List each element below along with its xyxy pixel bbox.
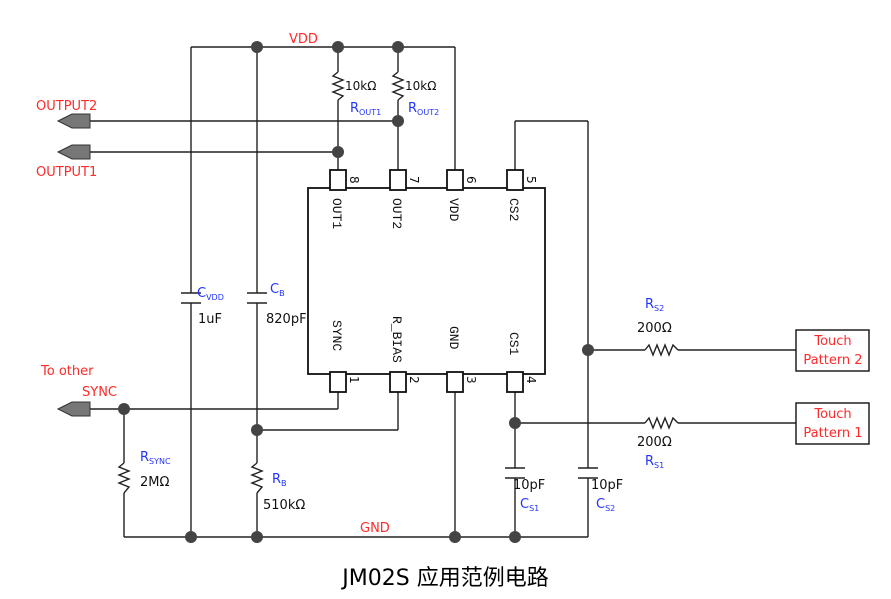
capacitor-cvdd xyxy=(181,292,201,304)
junction-dot xyxy=(582,344,594,356)
touch-pattern-1-box xyxy=(795,402,870,445)
cvdd-value: 1uF xyxy=(198,312,222,327)
output2-connector-icon xyxy=(56,113,91,129)
junction-dot xyxy=(251,424,263,436)
output1-connector-icon xyxy=(56,144,91,160)
rs1-value: 200Ω xyxy=(637,435,672,450)
touch-pattern-1-line1: Touch xyxy=(813,407,851,422)
cb-designator: CB xyxy=(270,282,285,298)
pin-label-out2: OUT2 xyxy=(389,198,404,229)
rsync-designator: RSYNC xyxy=(140,450,171,466)
rout1-value: 10kΩ xyxy=(345,79,376,93)
rb-designator: RB xyxy=(272,472,287,488)
resistor-rsync xyxy=(117,462,131,494)
ic-pin-7 xyxy=(389,169,407,191)
ic-pin-6 xyxy=(446,169,464,191)
junction-dot xyxy=(392,115,404,127)
pin-number-4: 4 xyxy=(524,376,538,384)
pin-label-out1: OUT1 xyxy=(329,198,344,229)
junction-dot xyxy=(251,531,263,543)
capacitor-cs2 xyxy=(578,467,598,479)
ic-pin-4 xyxy=(506,371,524,393)
rs2-value: 200Ω xyxy=(637,321,672,336)
net-label-vdd: VDD xyxy=(289,32,318,47)
touch-pattern-2-line1: Touch xyxy=(813,334,851,349)
cs1-designator: CS1 xyxy=(520,497,539,513)
net-label-output1: OUTPUT1 xyxy=(36,165,97,180)
cb-value: 820pF xyxy=(266,312,307,327)
pin-number-5: 5 xyxy=(524,176,538,184)
rout2-designator: ROUT2 xyxy=(408,101,439,117)
touch-pattern-2-line2: Pattern 2 xyxy=(803,353,862,368)
net-label-sync: SYNC xyxy=(82,385,117,400)
ic-pin-3 xyxy=(446,371,464,393)
junction-dot xyxy=(509,417,521,429)
pin-number-6: 6 xyxy=(464,176,478,184)
pin-number-2: 2 xyxy=(407,376,421,384)
resistor-rs2 xyxy=(644,343,679,357)
resistor-rout2 xyxy=(391,71,405,101)
net-label-output2: OUTPUT2 xyxy=(36,99,97,114)
rs1-designator: RS1 xyxy=(645,454,664,470)
capacitor-cb xyxy=(247,292,267,304)
pin-label-gnd: GND xyxy=(446,326,461,350)
junction-dot xyxy=(509,531,521,543)
touch-pattern-1-line2: Pattern 1 xyxy=(803,426,862,441)
touch-pattern-2-box xyxy=(795,329,870,372)
pin-number-7: 7 xyxy=(407,176,421,184)
junction-dot xyxy=(332,146,344,158)
capacitor-cs1 xyxy=(505,467,525,479)
rout1-designator: ROUT1 xyxy=(350,101,381,117)
pin-number-1: 1 xyxy=(347,376,361,384)
ic-pin-8 xyxy=(329,169,347,191)
junction-dot xyxy=(251,41,263,53)
ic-pin-2 xyxy=(389,371,407,393)
pin-number-3: 3 xyxy=(464,376,478,384)
pin-label-cs1: CS1 xyxy=(506,332,521,356)
resistor-rb xyxy=(250,462,264,494)
ic-body xyxy=(307,187,546,375)
junction-dot xyxy=(185,531,197,543)
rs2-designator: RS2 xyxy=(645,297,664,313)
rb-value: 510kΩ xyxy=(263,498,305,513)
cs2-designator: CS2 xyxy=(596,497,615,513)
rsync-value: 2MΩ xyxy=(140,475,169,490)
pin-label-cs2: CS2 xyxy=(506,198,521,221)
junctions xyxy=(118,41,594,543)
rout2-value: 10kΩ xyxy=(405,79,436,93)
sync-connector-icon xyxy=(56,401,91,417)
pin-label-sync: SYNC xyxy=(329,320,344,351)
pin-number-8: 8 xyxy=(347,176,361,184)
pin-label-vdd: VDD xyxy=(446,198,461,222)
cvdd-designator: CVDD xyxy=(197,286,224,302)
ic-pins xyxy=(329,169,524,393)
ic-pin-1 xyxy=(329,371,347,393)
junction-dot xyxy=(118,403,130,415)
circuit-schematic: 8 7 6 5 1 2 3 4 OUT1 OUT2 VDD CS2 SYNC R… xyxy=(36,32,870,543)
resistor-rout1 xyxy=(331,71,345,101)
cs2-value: 10pF xyxy=(591,478,623,493)
cs1-value: 10pF xyxy=(513,478,545,493)
pin-label-rbias: R_BIAS xyxy=(389,316,404,363)
junction-dot xyxy=(449,531,461,543)
net-label-to-other: To other xyxy=(40,364,94,379)
ic-pin-5 xyxy=(506,169,524,191)
junction-dot xyxy=(392,41,404,53)
net-label-gnd: GND xyxy=(360,521,390,536)
figure-caption: JM02S 应用范例电路 xyxy=(342,566,549,591)
resistor-rs1 xyxy=(644,416,679,430)
junction-dot xyxy=(332,41,344,53)
